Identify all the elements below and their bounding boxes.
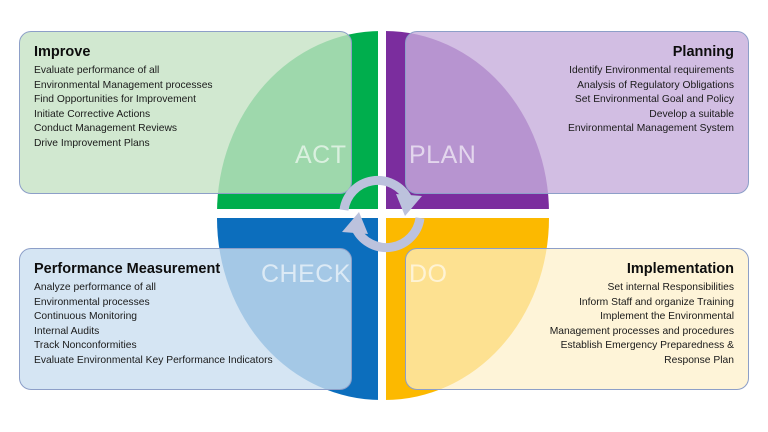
card-improve-line-4: Initiate Corrective Actions [34,108,151,120]
card-implementation: Implementation Set internal Responsibili… [405,248,749,390]
card-performance-line-1: Analyze performance of all [34,282,156,294]
card-implementation-line-2: Inform Staff and organize Training [579,296,734,308]
card-performance-title: Performance Measurement [34,261,221,277]
card-planning-line-1: Identify Environmental requirements [569,65,734,77]
card-planning-title: Planning [672,44,734,60]
card-implementation-line-4: Management processes and procedures [549,325,734,337]
card-planning-line-3: Set Environmental Goal and Policy [574,94,734,106]
card-planning: Planning Identify Environmental requirem… [405,31,749,194]
card-performance-measurement: Performance Measurement Analyze performa… [19,248,352,390]
card-implementation-line-1: Set internal Responsibilities [607,282,735,294]
card-improve-line-1: Evaluate performance of all [34,65,160,77]
card-improve-line-2: Environmental Management processes [34,79,213,91]
card-improve: Improve Evaluate performance of all Envi… [19,31,352,194]
card-planning-line-5: Environmental Management System [568,123,734,135]
card-performance-line-5: Track Nonconformities [34,340,137,352]
card-improve-title: Improve [34,44,91,60]
card-improve-line-3: Find Opportunities for Improvement [34,94,196,106]
card-performance-line-4: Internal Audits [34,325,100,337]
card-planning-line-4: Develop a suitable [649,108,734,120]
card-implementation-line-3: Implement the Environmental [600,311,734,323]
card-performance-line-2: Environmental processes [34,296,150,308]
card-implementation-line-6: Response Plan [664,354,734,366]
quadrant-divider-horizontal [210,209,554,218]
card-performance-line-6: Evaluate Environmental Key Performance I… [34,354,273,366]
card-implementation-title: Implementation [626,261,734,277]
card-planning-line-2: Analysis of Regulatory Obligations [577,79,734,91]
card-implementation-line-5: Establish Emergency Preparedness & [560,340,734,352]
card-improve-line-6: Drive Improvement Plans [34,137,150,149]
card-improve-line-5: Conduct Management Reviews [34,123,178,135]
card-performance-line-3: Continuous Monitoring [34,311,138,323]
